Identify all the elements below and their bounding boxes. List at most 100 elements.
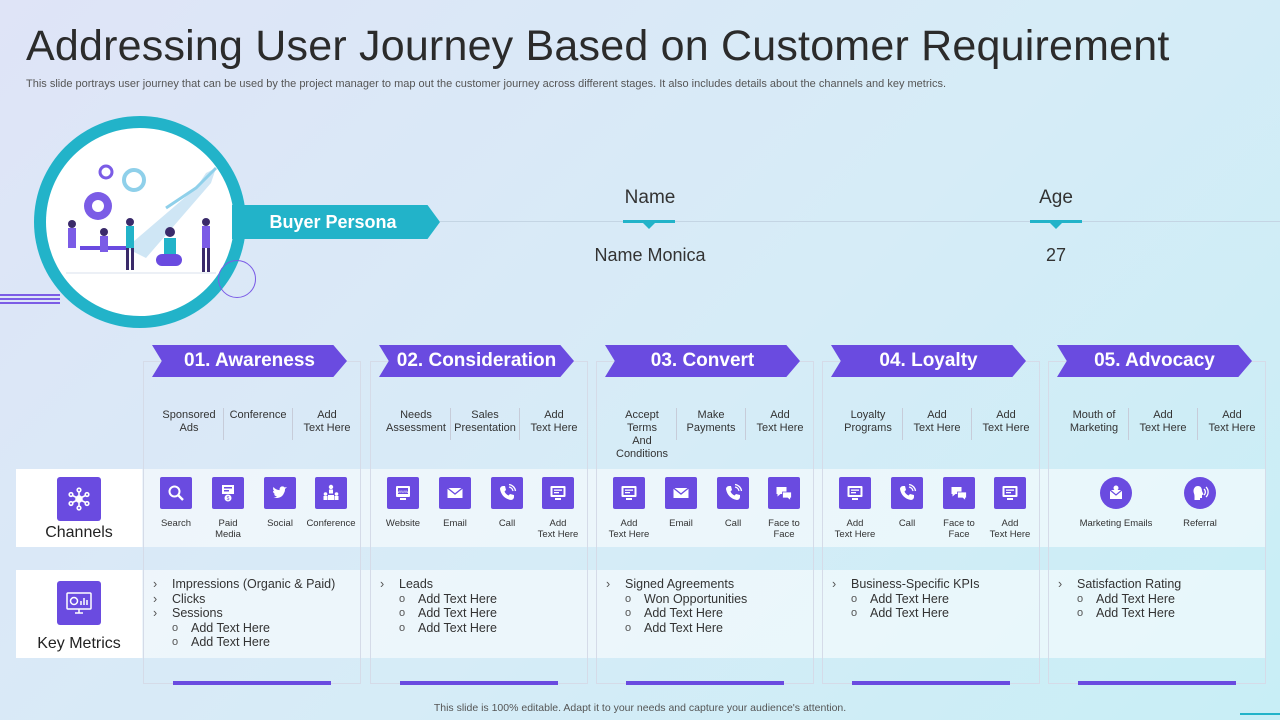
monitor-tile[interactable] — [613, 477, 645, 509]
svg-text:$: $ — [227, 496, 230, 502]
metrics-list-1: Impressions (Organic & Paid)ClicksSessio… — [153, 577, 357, 650]
monitor-icon — [548, 483, 568, 503]
tile-label: Call — [724, 518, 742, 529]
stage-header-2: 02. Consideration — [379, 345, 574, 377]
conference-tile[interactable] — [315, 477, 347, 509]
stage-footer-bar-2 — [400, 681, 558, 685]
email-tile[interactable] — [665, 477, 697, 509]
age-label: Age — [1039, 187, 1073, 208]
channels-row-label: Channels — [45, 524, 113, 541]
metric-item: Add Text Here — [1058, 592, 1262, 607]
metric-item: Add Text Here — [832, 592, 1036, 607]
stage-header-4: 04. Loyalty — [831, 345, 1026, 377]
website-tile[interactable]: WWW — [387, 477, 419, 509]
tile-label: Call — [898, 518, 916, 529]
channel-divider — [676, 408, 677, 440]
tile-label: Call — [498, 518, 516, 529]
chat-tile[interactable] — [768, 477, 800, 509]
metric-item: Satisfaction Rating — [1058, 577, 1262, 592]
monitor-tile[interactable] — [994, 477, 1026, 509]
stage-header-5: 05. Advocacy — [1057, 345, 1252, 377]
footer-note: This slide is 100% editable. Adapt it to… — [433, 702, 847, 714]
chat-icon — [774, 483, 794, 503]
marketing-email-tile[interactable] — [1100, 477, 1132, 509]
referral-tile[interactable] — [1184, 477, 1216, 509]
metric-item: Add Text Here — [380, 592, 584, 607]
call-tile[interactable] — [891, 477, 923, 509]
channel-divider — [519, 408, 520, 440]
metric-item: Signed Agreements — [606, 577, 810, 592]
metric-item: Add Text Here — [1058, 606, 1262, 621]
monitor-tile[interactable] — [839, 477, 871, 509]
stage-header-3: 03. Convert — [605, 345, 800, 377]
paid-media-icon: $ — [218, 483, 238, 503]
paid-media-tile[interactable]: $ — [212, 477, 244, 509]
call-icon — [897, 483, 917, 503]
channels-network-icon — [57, 477, 101, 521]
call-tile[interactable] — [491, 477, 523, 509]
metrics-list-3: Signed AgreementsWon OpportunitiesAdd Te… — [606, 577, 810, 635]
twitter-tile[interactable] — [264, 477, 296, 509]
metric-item: Clicks — [153, 592, 357, 607]
tile-label: Email — [669, 518, 693, 529]
call-tile[interactable] — [717, 477, 749, 509]
monitor-icon — [845, 483, 865, 503]
decorative-lines — [0, 294, 60, 306]
name-label: Name — [624, 187, 676, 208]
stage-header-1: 01. Awareness — [152, 345, 347, 377]
chat-tile[interactable] — [943, 477, 975, 509]
channel-divider — [971, 408, 972, 440]
monitor-tile[interactable] — [542, 477, 574, 509]
page-subtitle: This slide portrays user journey that ca… — [26, 78, 947, 90]
email-tile[interactable] — [439, 477, 471, 509]
tile-label: Search — [160, 518, 192, 529]
monitor-icon — [619, 483, 639, 503]
tile-label: Marketing Emails — [1079, 518, 1153, 529]
search-tile[interactable] — [160, 477, 192, 509]
email-icon — [445, 483, 465, 503]
metric-item: Add Text Here — [380, 621, 584, 636]
age-value: 27 — [1045, 245, 1067, 265]
search-icon — [166, 483, 186, 503]
buyer-persona-banner: Buyer Persona — [232, 205, 440, 239]
corner-accent — [1240, 713, 1280, 715]
channel-divider — [292, 408, 293, 440]
channel-divider — [1128, 408, 1129, 440]
channel-divider — [902, 408, 903, 440]
monitor-icon — [1000, 483, 1020, 503]
twitter-icon — [270, 483, 290, 503]
channel-divider — [223, 408, 224, 440]
call-icon — [497, 483, 517, 503]
key-metrics-row-label: Key Metrics — [37, 635, 121, 652]
name-value: Name Monica — [594, 245, 706, 265]
metric-item: Add Text Here — [153, 635, 357, 650]
website-icon: WWW — [393, 483, 413, 503]
referral-icon — [1190, 483, 1210, 503]
persona-illustration — [46, 128, 234, 316]
metric-item: Won Opportunities — [606, 592, 810, 607]
email-icon — [671, 483, 691, 503]
stage-footer-bar-4 — [852, 681, 1010, 685]
decorative-ring — [218, 260, 256, 298]
channel-label: Conference — [229, 409, 287, 421]
stage-footer-bar-1 — [173, 681, 331, 685]
tile-label: Social — [267, 518, 293, 529]
